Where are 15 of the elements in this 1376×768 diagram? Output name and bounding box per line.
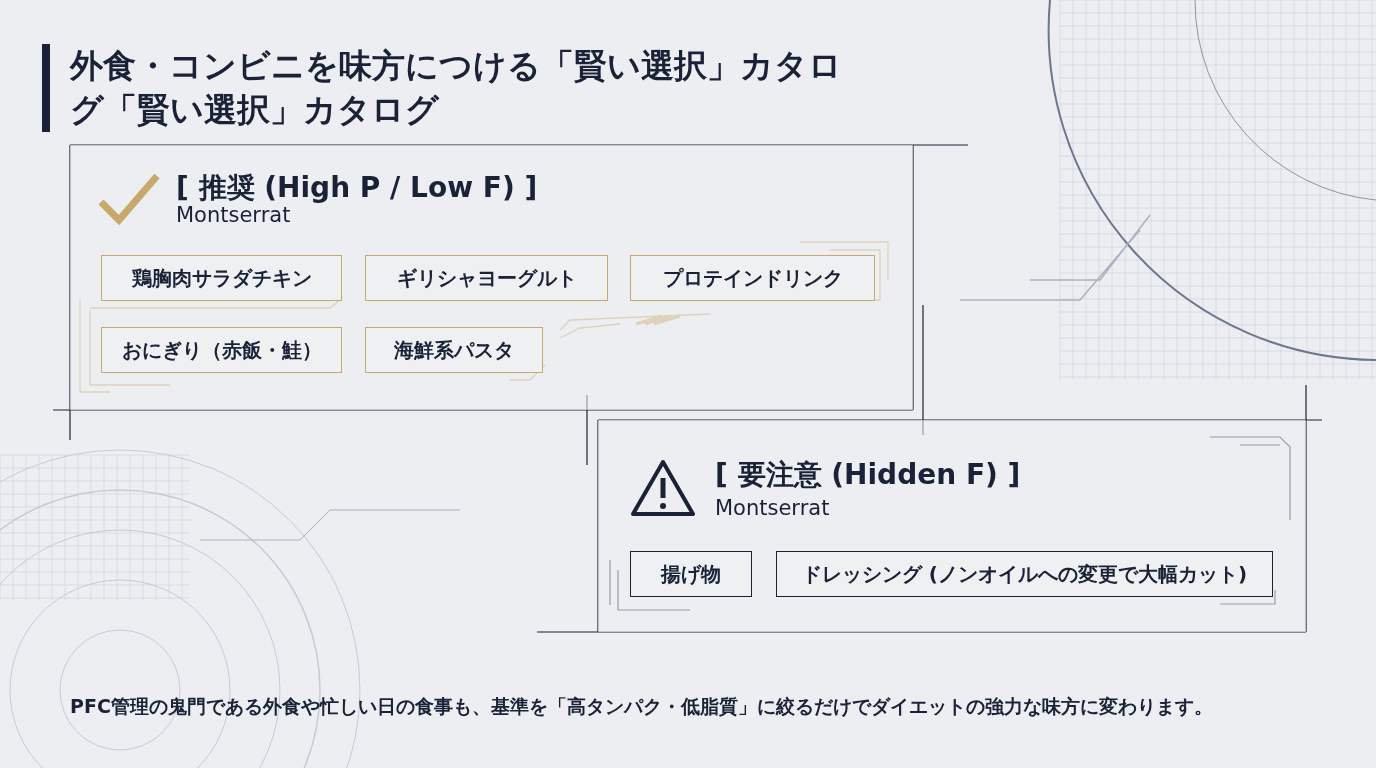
- food-tag: プロテインドリンク: [630, 255, 875, 301]
- category-panel: [598, 420, 1306, 632]
- caption: PFC管理の鬼門である外食や忙しい日の食事も、基準を「高タンパク・低脂質」に絞るだけでダイエットの強力な味方に変わります。: [70, 694, 1213, 719]
- panel-subtitle: Montserrat: [176, 203, 291, 227]
- panel-subtitle: Montserrat: [715, 496, 830, 520]
- food-tag: ドレッシング (ノンオイルへの変更で大幅カット): [776, 551, 1273, 597]
- panel-heading: [ 要注意 (Hidden F) ]: [715, 457, 1021, 493]
- food-tag: おにぎり（赤飯・鮭）: [101, 327, 342, 373]
- food-tag: 鶏胸肉サラダチキン: [101, 255, 342, 301]
- food-tag: 海鮮系パスタ: [365, 327, 543, 373]
- title: 外食・コンビニを味方につける「賢い選択」カタログ「賢い選択」カタログ: [70, 45, 843, 131]
- food-tag: ギリシャヨーグルト: [365, 255, 608, 301]
- panel-heading: [ 推奨 (High P / Low F) ]: [176, 170, 538, 206]
- food-tag: 揚げ物: [630, 551, 752, 597]
- category-panel: [70, 145, 913, 410]
